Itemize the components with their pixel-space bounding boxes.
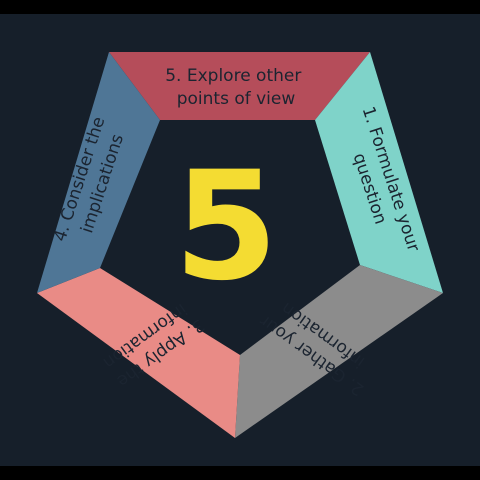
step-5-label: 5. Explore other points of view [165, 66, 307, 109]
pentagon-diagram: 5. Explore other points of view 1. Formu… [37, 52, 443, 438]
segment-step-5 [109, 52, 370, 120]
segment-step-4 [37, 52, 160, 293]
segment-step-3 [37, 268, 240, 438]
step-5-line-1: 5. Explore other [165, 66, 301, 86]
segment-step-2 [235, 265, 443, 438]
step-5-line-2: points of view [177, 89, 296, 109]
segment-step-1 [315, 52, 443, 293]
diagram-canvas: 5. Explore other points of view 1. Formu… [0, 14, 480, 466]
center-number: 5 [174, 140, 278, 314]
